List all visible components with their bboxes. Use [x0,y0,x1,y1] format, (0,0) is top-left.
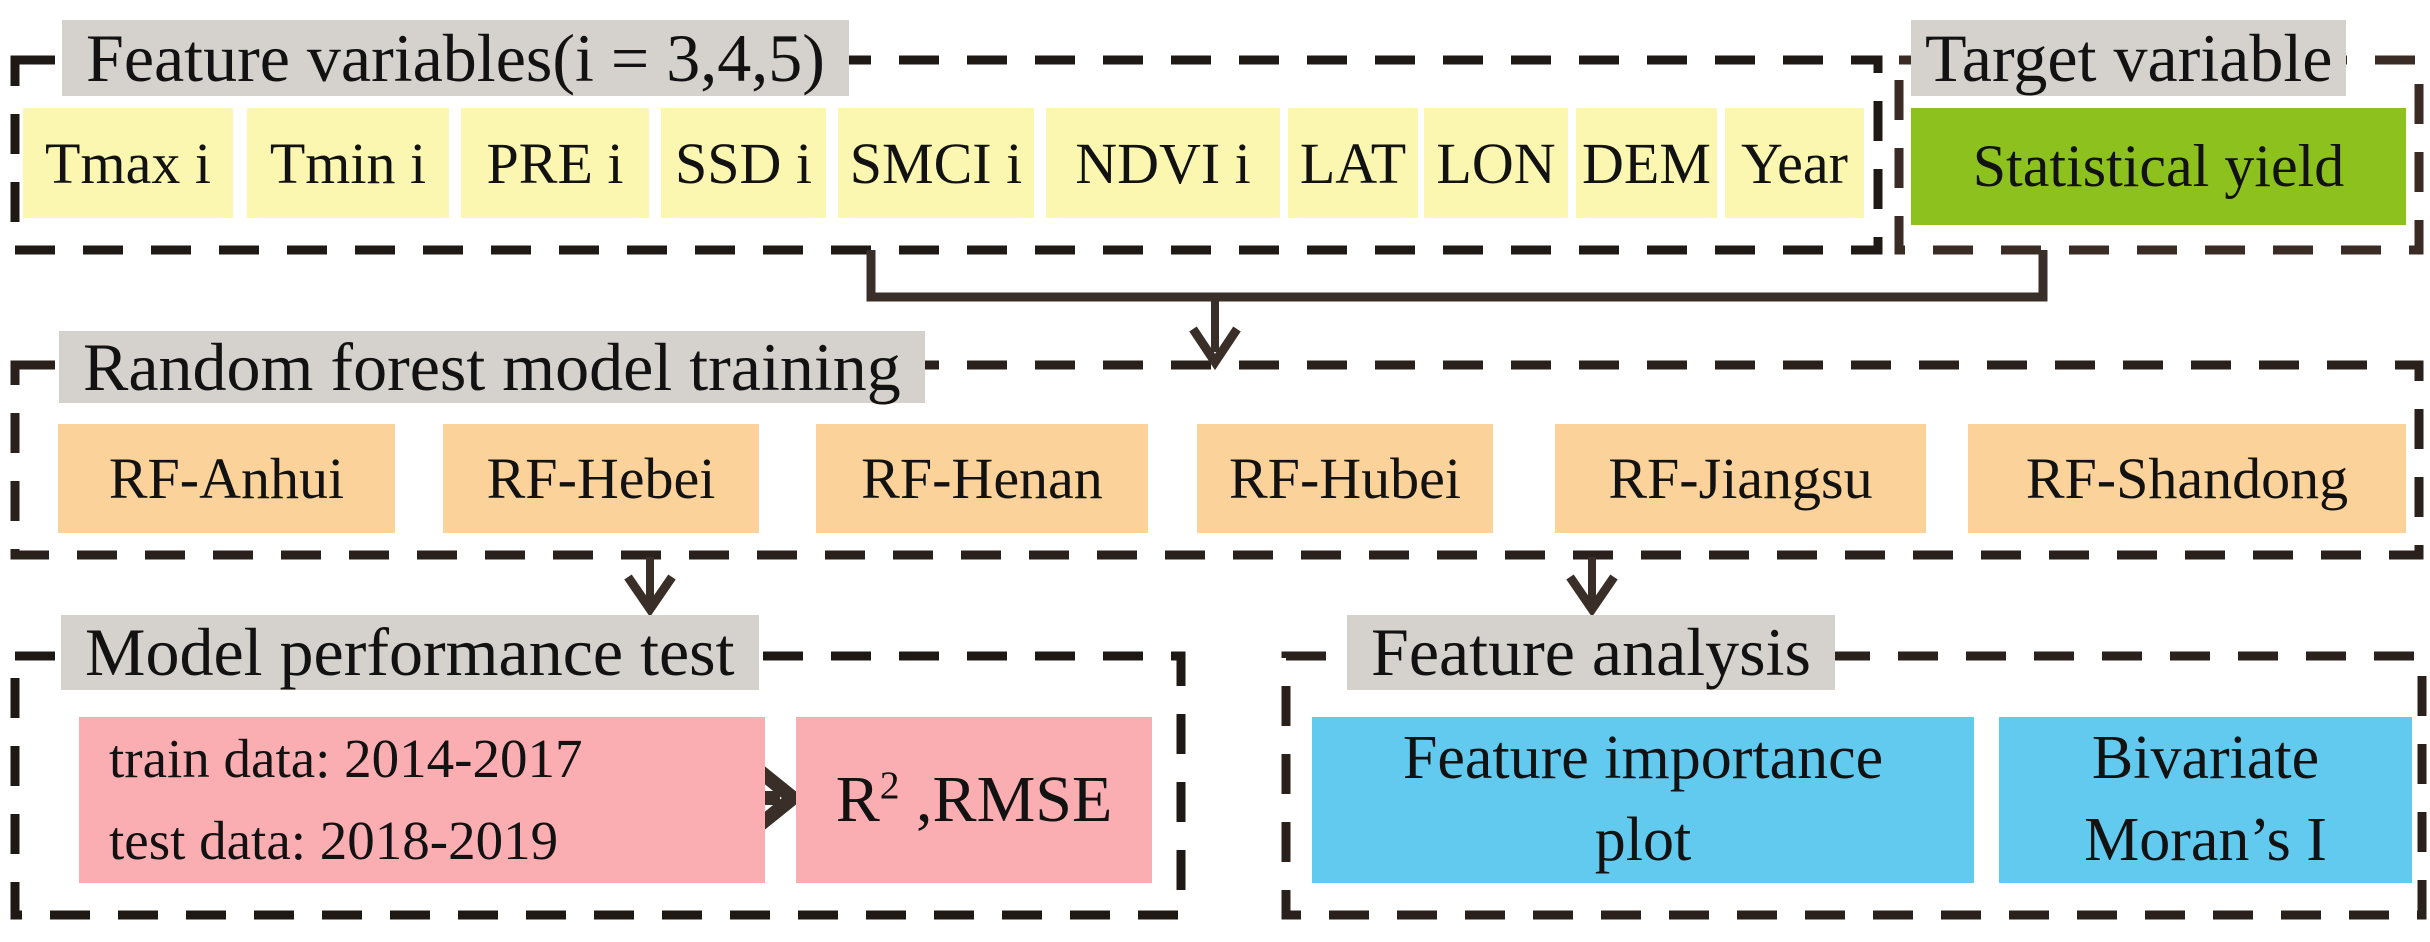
statistical-yield-box: Statistical yield [1911,108,2406,225]
target-variable-dashed-border [1894,55,2424,255]
random-forest-title: Random forest model training [59,329,925,405]
rf-model-box-hubei: RF-Hubei [1197,424,1493,533]
arrow-to-rf-head [1189,326,1241,371]
rf-model-label-hebei: RF-Hebei [486,446,716,511]
feature-label-lon: LON [1436,130,1556,196]
feature-label-ndvi: NDVI i [1075,130,1251,196]
rf-model-box-shandong: RF-Shandong [1968,424,2406,533]
feature-importance-lines: Feature importance plot [1403,718,1883,882]
random-forest-title-label: Random forest model training [83,328,901,405]
data-split-box: train data: 2014-2017 test data: 2018-20… [79,717,765,883]
rf-model-label-henan: RF-Henan [861,446,1103,511]
feature-label-ssd: SSD i [674,130,812,196]
feature-box-ssd: SSD i [661,108,826,218]
feature-label-pre: PRE i [486,130,624,196]
statistical-yield-label: Statistical yield [1972,133,2345,199]
rf-model-box-henan: RF-Henan [816,424,1148,533]
feature-box-year: Year [1725,108,1864,218]
feature-label-tmin: Tmin i [269,130,427,196]
feature-label-year: Year [1741,130,1848,196]
feature-label-lat: LAT [1299,130,1407,196]
bivariate-moran-line1: Bivariate [2091,724,2320,793]
feature-importance-line2: plot [1594,806,1692,874]
feature-box-tmin: Tmin i [247,108,449,218]
feature-label-tmax: Tmax i [45,130,211,196]
feature-variables-title-label: Feature variables(i = 3,4,5) [86,19,825,96]
model-performance-title-label: Model performance test [85,614,735,690]
rf-model-label-anhui: RF-Anhui [108,446,345,511]
feature-variables-title: Feature variables(i = 3,4,5) [62,20,849,96]
arrow-to-model-test-head [624,574,676,617]
rf-model-label-shandong: RF-Shandong [2025,446,2349,511]
bivariate-moran-lines: Bivariate Moran’s I [2084,718,2327,882]
feature-box-tmax: Tmax i [23,108,233,218]
metrics-label: R2 ,RMSE [836,762,1113,838]
model-performance-title: Model performance test [61,614,759,690]
rf-model-box-hebei: RF-Hebei [443,424,759,533]
rf-model-box-jiangsu: RF-Jiangsu [1555,424,1926,533]
target-variable-title-label: Target variable [1925,19,2333,96]
bivariate-moran-line2: Moran’s I [2084,806,2327,874]
feature-box-smci: SMCI i [838,108,1034,218]
feature-box-pre: PRE i [461,108,649,218]
feature-label-smci: SMCI i [849,130,1023,196]
rf-model-label-jiangsu: RF-Jiangsu [1608,446,1873,511]
train-data-label: train data: 2014-2017 [109,727,583,789]
feature-box-lat: LAT [1288,108,1418,218]
data-split-lines: train data: 2014-2017 test data: 2018-20… [109,718,583,883]
arrow-to-feature-analysis-head [1566,574,1618,617]
feature-analysis-title-label: Feature analysis [1371,614,1811,690]
metrics-box: R2 ,RMSE [796,717,1152,883]
rf-model-label-hubei: RF-Hubei [1229,446,1461,511]
rf-model-box-anhui: RF-Anhui [58,424,395,533]
feature-label-dem: DEM [1582,130,1711,196]
feature-importance-line1: Feature importance [1402,724,1884,793]
metrics-rmse: ,RMSE [899,763,1113,836]
feature-importance-box: Feature importance plot [1312,717,1974,883]
metrics-r: R [835,763,880,836]
feature-box-ndvi: NDVI i [1046,108,1280,218]
target-variable-title: Target variable [1911,19,2347,96]
feature-box-lon: LON [1424,108,1568,218]
feature-analysis-dashed-border [1281,651,2427,920]
test-data-label: test data: 2018-2019 [109,810,559,871]
feature-box-dem: DEM [1576,108,1717,218]
bivariate-moran-box: Bivariate Moran’s I [1999,717,2412,883]
feature-analysis-title: Feature analysis [1347,614,1835,690]
metrics-r-superscript: 2 [879,763,900,807]
arrow-to-metrics-head [752,763,805,833]
